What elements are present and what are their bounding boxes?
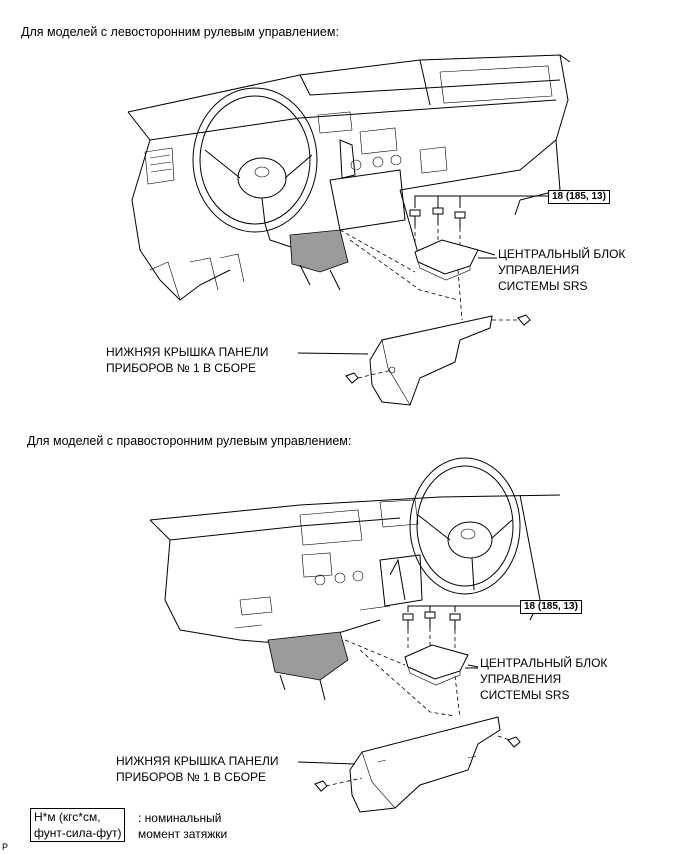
legend-box-line-2: фунт-сила-фут) bbox=[34, 826, 122, 840]
rhd-srs-label-line-3: СИСТЕМЫ SRS bbox=[480, 688, 570, 702]
lhd-torque-bolts bbox=[409, 195, 548, 228]
corner-mark: P bbox=[2, 842, 9, 852]
lhd-srs-unit-drawing bbox=[414, 239, 496, 281]
torque-legend-description: : номинальный момент затяжки bbox=[138, 810, 227, 842]
rhd-dashboard-drawing bbox=[149, 457, 561, 719]
rhd-cover-label: НИЖНЯЯ КРЫШКА ПАНЕЛИ ПРИБОРОВ № 1 В СБОР… bbox=[116, 753, 278, 785]
rhd-torque-spec: 18 (185, 13) bbox=[520, 600, 582, 614]
lhd-lower-cover-drawing bbox=[297, 314, 531, 406]
lhd-dashboard-drawing bbox=[127, 54, 571, 321]
lhd-srs-label-line-2: УПРАВЛЕНИЯ bbox=[498, 263, 580, 277]
rhd-srs-unit-drawing bbox=[404, 644, 479, 686]
lhd-srs-label: ЦЕНТРАЛЬНЫЙ БЛОК УПРАВЛЕНИЯ СИСТЕМЫ SRS bbox=[498, 246, 625, 294]
lhd-cover-label-line-1: НИЖНЯЯ КРЫШКА ПАНЕЛИ bbox=[106, 345, 269, 359]
rhd-srs-label-line-2: УПРАВЛЕНИЯ bbox=[480, 672, 562, 686]
rhd-heading: Для моделей с правосторонним рулевым упр… bbox=[27, 434, 352, 448]
lhd-srs-label-line-1: ЦЕНТРАЛЬНЫЙ БЛОК bbox=[498, 247, 626, 261]
rhd-cover-label-line-2: ПРИБОРОВ № 1 В СБОРЕ bbox=[116, 770, 267, 784]
rhd-srs-label-line-1: ЦЕНТРАЛЬНЫЙ БЛОК bbox=[480, 656, 608, 670]
rhd-lower-cover-drawing bbox=[297, 716, 521, 813]
legend-description-line-1: : номинальный bbox=[138, 811, 222, 825]
rhd-srs-label: ЦЕНТРАЛЬНЫЙ БЛОК УПРАВЛЕНИЯ СИСТЕМЫ SRS bbox=[480, 655, 607, 703]
rhd-cover-label-line-1: НИЖНЯЯ КРЫШКА ПАНЕЛИ bbox=[116, 754, 279, 768]
lhd-srs-label-line-3: СИСТЕМЫ SRS bbox=[498, 279, 588, 293]
torque-unit-legend-box: Н*м (кгс*см, фунт-сила-фут) bbox=[30, 808, 126, 842]
lhd-cover-label-line-2: ПРИБОРОВ № 1 В СБОРЕ bbox=[106, 361, 257, 375]
lhd-cover-label: НИЖНЯЯ КРЫШКА ПАНЕЛИ ПРИБОРОВ № 1 В СБОР… bbox=[106, 344, 268, 376]
legend-box-line-1: Н*м (кгс*см, bbox=[34, 810, 101, 824]
rhd-torque-bolts bbox=[402, 605, 520, 630]
lhd-heading: Для моделей с левосторонним рулевым упра… bbox=[21, 25, 339, 39]
lhd-torque-spec: 18 (185, 13) bbox=[548, 190, 610, 204]
legend-description-line-2: момент затяжки bbox=[138, 827, 228, 841]
